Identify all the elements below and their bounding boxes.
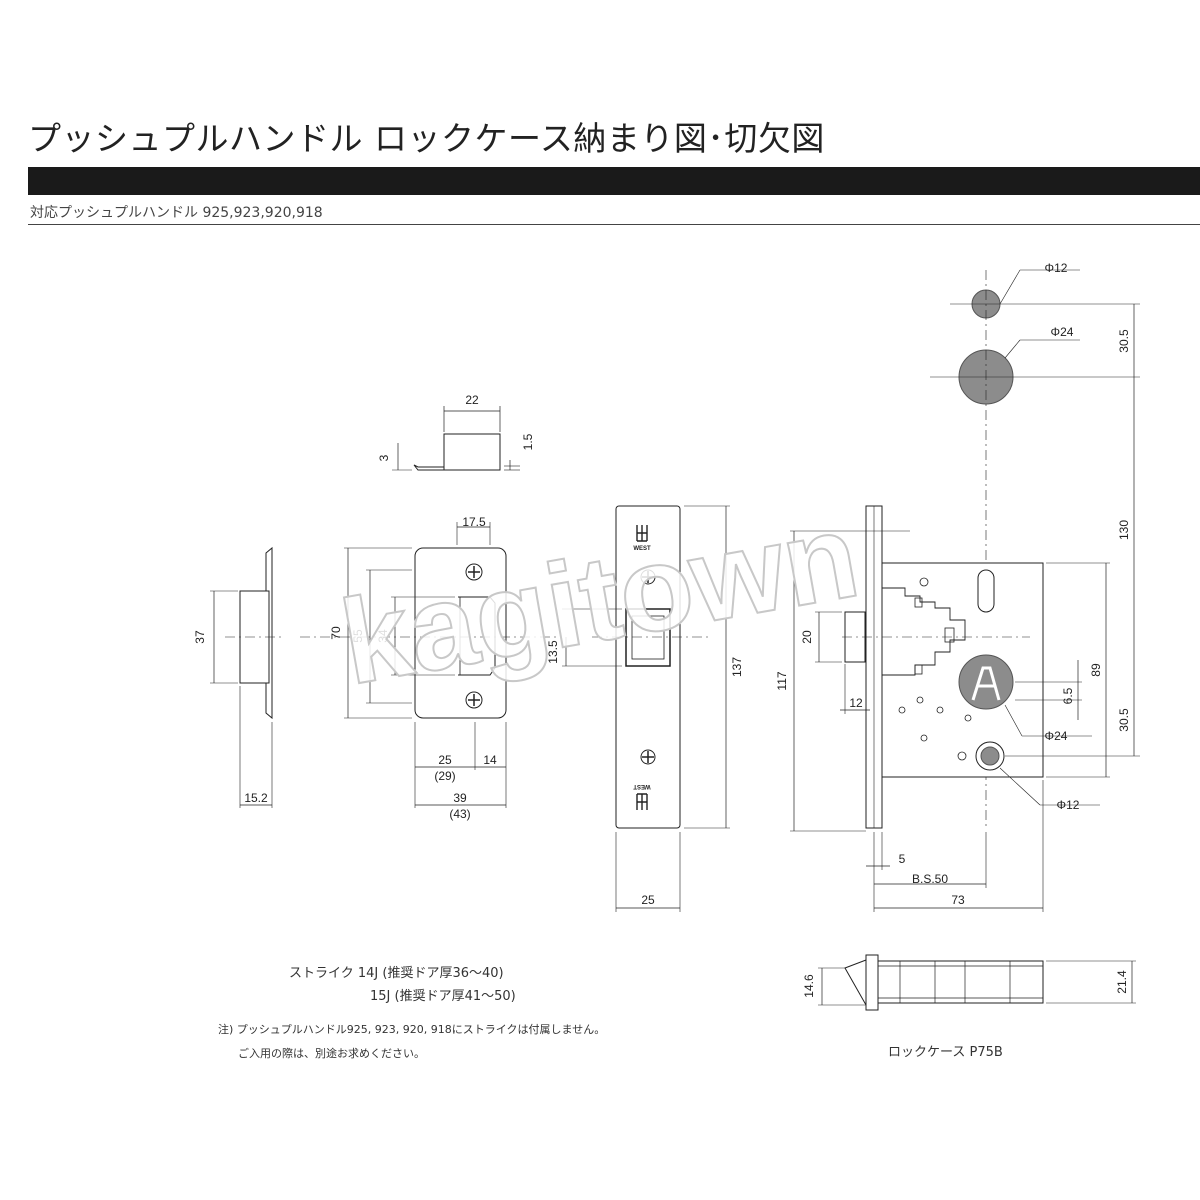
strike-top-view [392,406,520,471]
strike-side-view [210,546,285,808]
dim-strike-side-height: 37 [193,630,207,644]
dim-faceplate-thickness: 5 [899,852,906,866]
page-title: プッシュプルハンドル ロックケース納まり図･切欠図 [28,119,825,158]
dim-strike-thickness: 1.5 [521,433,535,450]
dim-hole-pitch-bottom: 30.5 [1117,708,1131,732]
note-line-2: ご入用の際は、別途お求めください。 [238,1046,425,1060]
dim-strike-hole-pitch: 55 [351,629,365,643]
dim-side-latch: 14.6 [802,974,816,998]
dim-faceplate-height: 137 [730,657,744,677]
dim-strike-side-depth: 15.2 [244,791,268,805]
dim-latch-projection: 12 [849,696,863,710]
dim-latch-height: 20 [800,630,814,644]
dim-side-case-width: 21.4 [1115,970,1129,994]
faceplate-front-view [562,505,730,912]
page-subtitle: 対応プッシュプルハンドル 925,923,920,918 [30,205,323,221]
lockcase-label: ロックケース P75B [888,1045,1003,1060]
note-line-1: 注) プッシュプルハンドル925, 923, 920, 918にストライクは付属… [218,1022,605,1036]
dim-strike-43: (43) [449,807,470,821]
dim-strike-25: 25 [438,753,452,767]
dim-strike-opening: 34 [376,629,390,643]
dim-faceplate-screw-pitch: 117 [775,671,789,690]
dim-backset: B.S.50 [912,872,948,886]
dim-faceplate-width: 25 [641,893,655,907]
dim-strike-29: (29) [434,769,455,783]
lockcase-front-view [790,269,1140,912]
dim-hole-top-diameter: Φ12 [1045,261,1068,275]
brand-label-bottom: WEST [633,783,651,789]
dim-strike-lip: 3 [377,454,391,461]
lockcase-side-view [818,954,1136,1011]
dim-spindle-diameter: Φ24 [1045,729,1068,743]
dim-faceplate-13-5: 13.5 [546,640,560,664]
dim-case-depth: 73 [951,893,965,907]
dim-strike-hole-offset: 17.5 [462,515,486,529]
dim-strike-width: 22 [465,393,479,407]
dim-hole-bottom-diameter: Φ12 [1057,798,1080,812]
brand-label-top: WEST [633,546,651,552]
dim-hole-mid-diameter: Φ24 [1051,325,1074,339]
dim-hole-pitch-top: 30.5 [1117,329,1131,353]
subtitle-divider [28,224,1200,225]
strike-14j-label: ストライク 14J (推奨ドア厚36～40) [289,966,504,981]
strike-front-view [300,522,560,808]
dim-strike-39: 39 [453,791,467,805]
dim-hole-distance: 130 [1117,520,1131,540]
strike-15j-label: 15J (推奨ドア厚41～50) [370,989,516,1004]
dim-strike-14: 14 [483,753,497,767]
dim-spindle-offset: 6.5 [1061,687,1075,704]
dim-strike-height: 70 [329,626,343,640]
dim-case-height: 89 [1089,663,1103,677]
title-bar [28,167,1200,195]
